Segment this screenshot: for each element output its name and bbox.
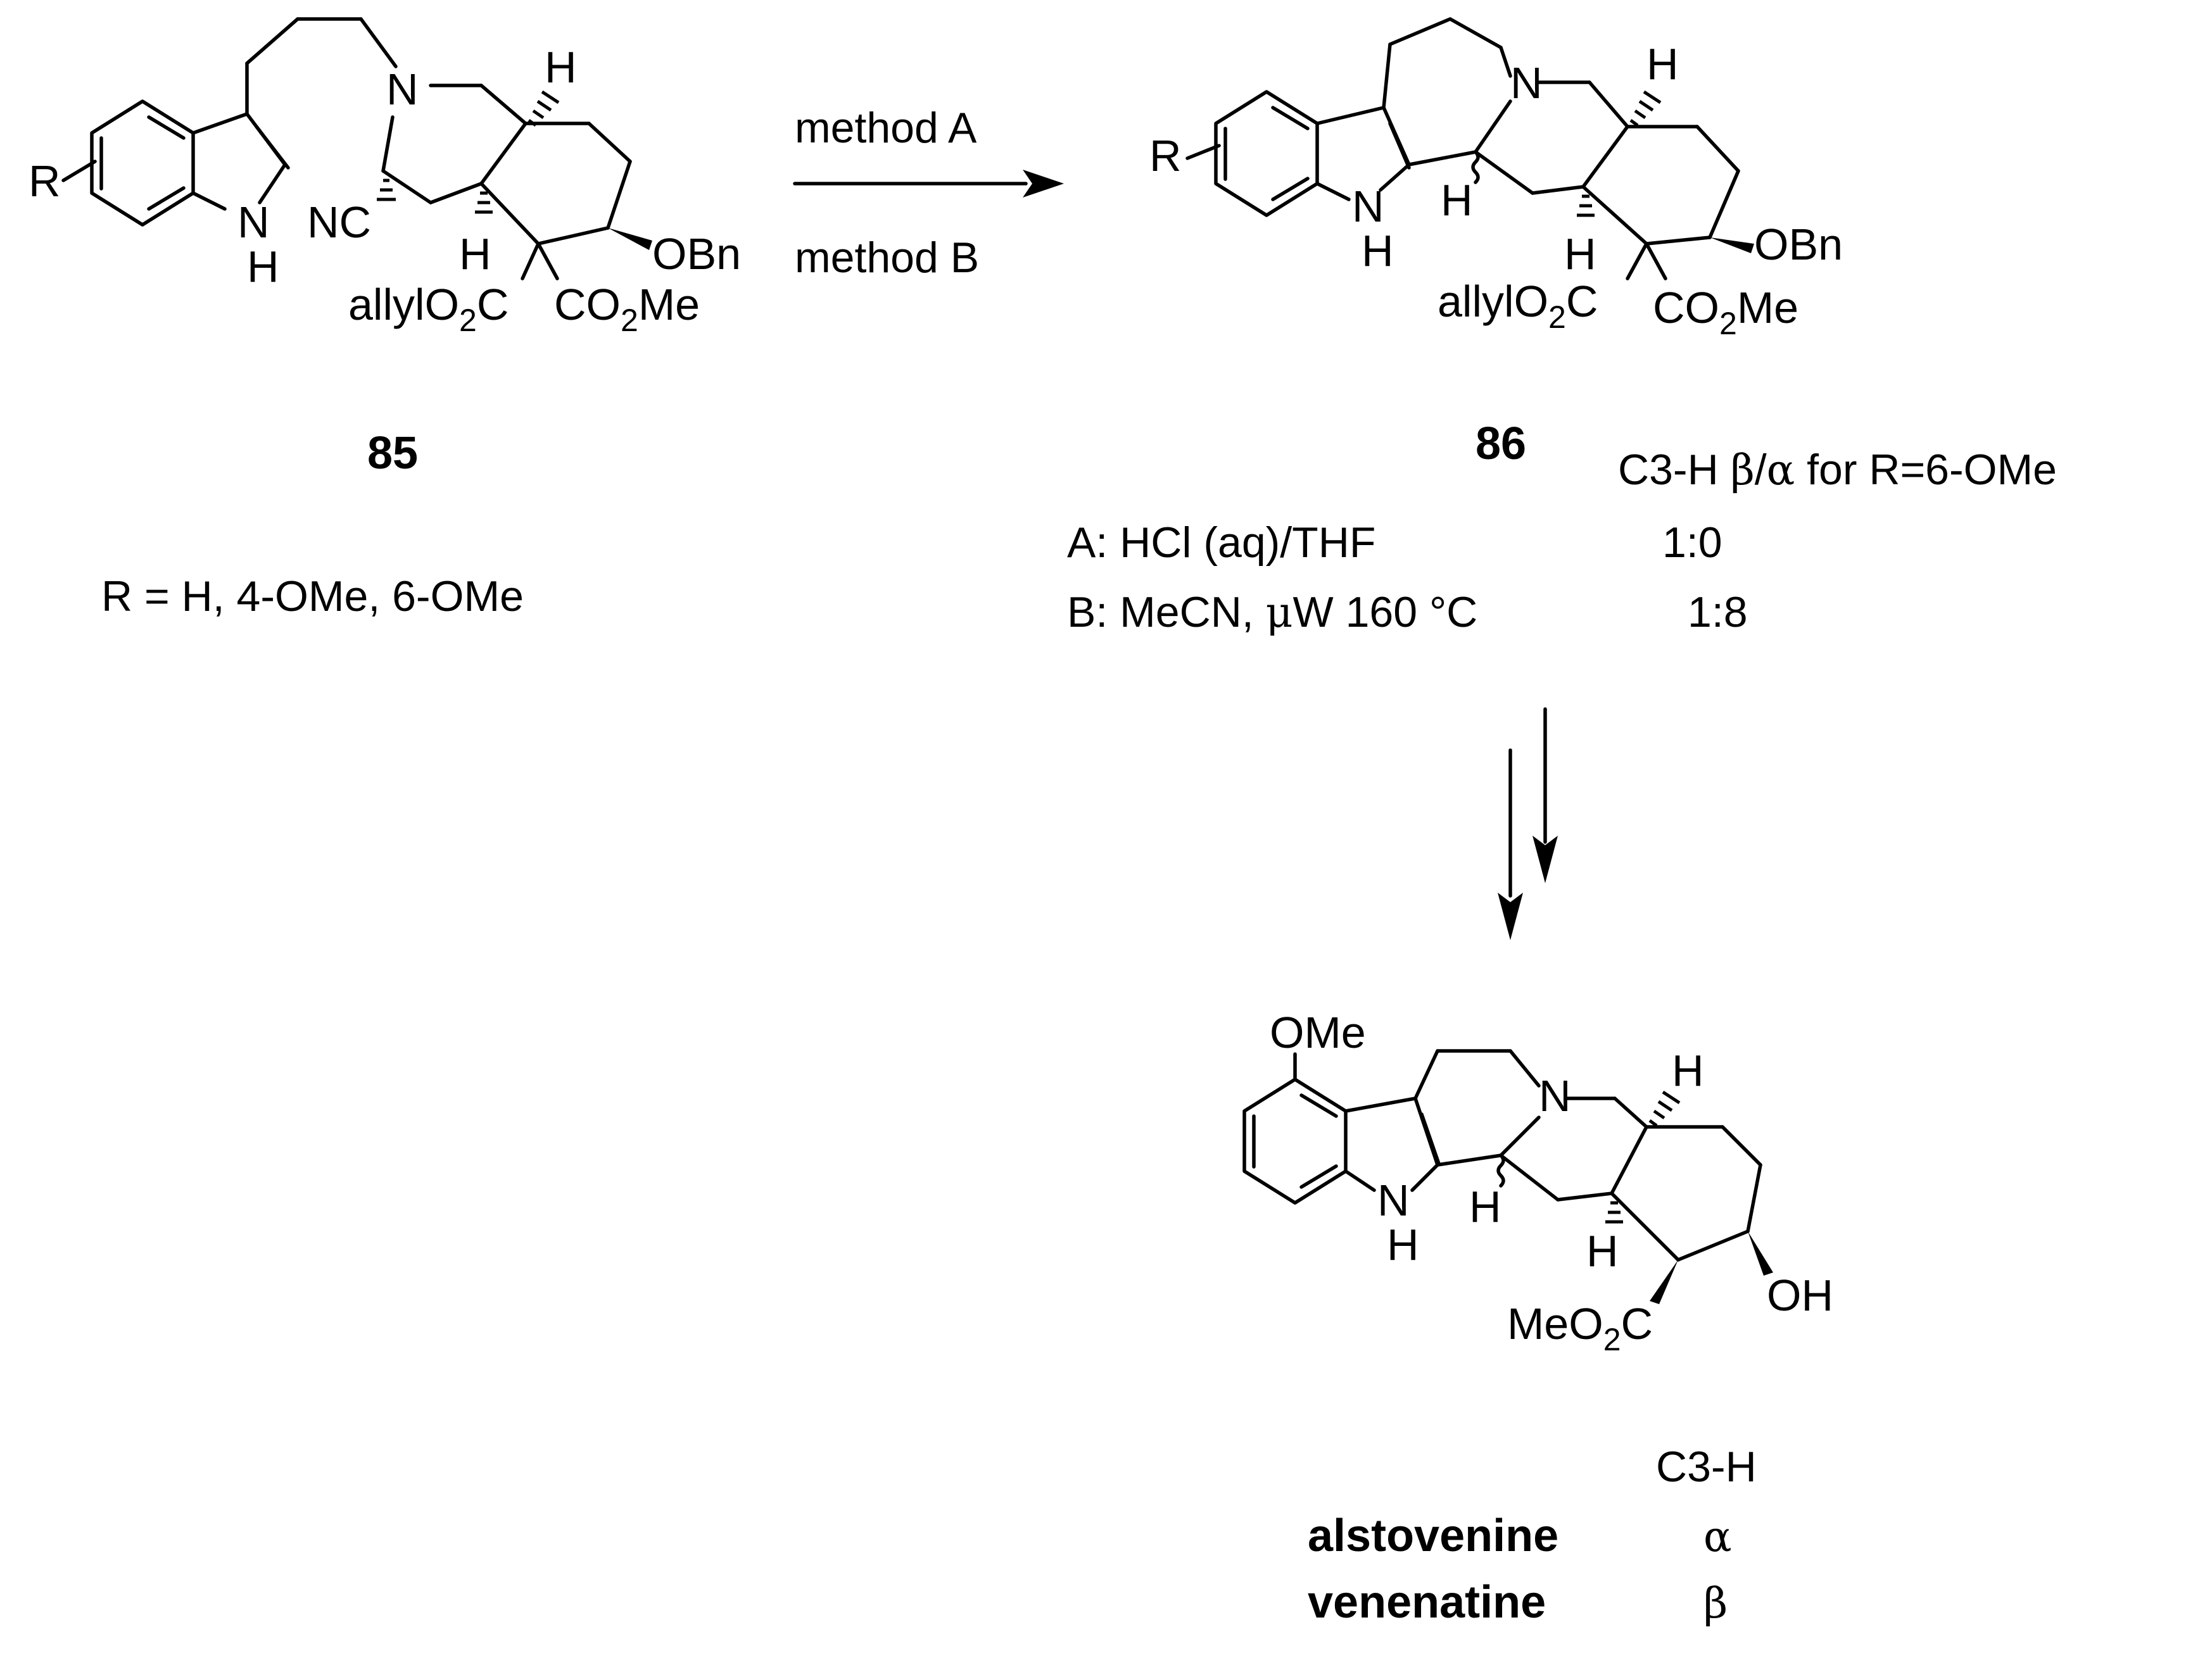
indole-hydrogen-85: H xyxy=(247,242,279,291)
methoxy-label-product: OMe xyxy=(1270,1008,1366,1057)
indole-hydrogen-86: H xyxy=(1362,226,1394,275)
hydrogen-mid-85: H xyxy=(459,229,491,279)
indole-nitrogen-product: N xyxy=(1377,1176,1410,1225)
product-config-venenatine: β xyxy=(1703,1579,1728,1628)
hydrogen-c3-product: H xyxy=(1469,1182,1501,1231)
indole-nitrogen-86: N xyxy=(1352,182,1384,231)
hydrogen-top-86: H xyxy=(1646,39,1679,89)
indole-nitrogen-85: N xyxy=(237,198,270,247)
product-table-header: C3-H xyxy=(1656,1443,1757,1491)
methyl-ester-label-85: CO2Me xyxy=(554,280,700,338)
conditions-header: C3-H β/α for R=6-OMe xyxy=(1618,446,2057,494)
product-name-venenatine: venenatine xyxy=(1308,1577,1546,1628)
hydrogen-top-product: H xyxy=(1672,1046,1704,1095)
method-b-label: method B xyxy=(795,234,979,282)
reaction-arrow xyxy=(793,170,1064,198)
hydroxyl-label-product: OH xyxy=(1767,1271,1833,1320)
r-group-85: R xyxy=(28,156,61,206)
hydrogen-mid-86: H xyxy=(1564,229,1596,279)
product-structure xyxy=(1242,1049,1773,1304)
multistep-arrow xyxy=(1498,707,1558,940)
condition-b-method: B: MeCN, μW 160 °C xyxy=(1067,588,1477,637)
methyl-ester-label-product: MeO2C xyxy=(1507,1299,1653,1357)
allyl-ester-label-85: allylO2C xyxy=(348,280,509,338)
compound-number-86: 86 xyxy=(1476,418,1526,469)
amine-nitrogen-85: N xyxy=(386,65,419,114)
amine-nitrogen-product: N xyxy=(1539,1071,1571,1121)
amine-nitrogen-86: N xyxy=(1510,58,1543,108)
compound-number-85: 85 xyxy=(367,428,418,479)
product-name-alstovenine: alstovenine xyxy=(1308,1511,1558,1561)
hydrogen-c3-86: H xyxy=(1441,175,1473,225)
obn-label-85: OBn xyxy=(652,229,741,279)
condition-a-method: A: HCl (aq)/THF xyxy=(1067,518,1375,567)
nitrile-label-85: NC xyxy=(307,198,371,247)
r-group-86: R xyxy=(1149,131,1182,180)
obn-label-86: OBn xyxy=(1754,220,1843,269)
hydrogen-top-85: H xyxy=(545,42,577,92)
compound-85-structure xyxy=(61,17,652,280)
hydrogen-mid-product: H xyxy=(1586,1226,1619,1276)
indole-hydrogen-product: H xyxy=(1387,1220,1419,1269)
compound-86-structure xyxy=(1185,17,1754,280)
condition-a-ratio: 1:0 xyxy=(1662,518,1722,567)
condition-b-ratio: 1:8 xyxy=(1688,588,1748,636)
method-a-label: method A xyxy=(795,104,977,152)
methyl-ester-label-86: CO2Me xyxy=(1653,283,1798,341)
r-definition-85: R = H, 4-OMe, 6-OMe xyxy=(101,572,524,620)
product-config-alstovenine: α xyxy=(1703,1512,1732,1561)
allyl-ester-label-86: allylO2C xyxy=(1438,277,1598,335)
